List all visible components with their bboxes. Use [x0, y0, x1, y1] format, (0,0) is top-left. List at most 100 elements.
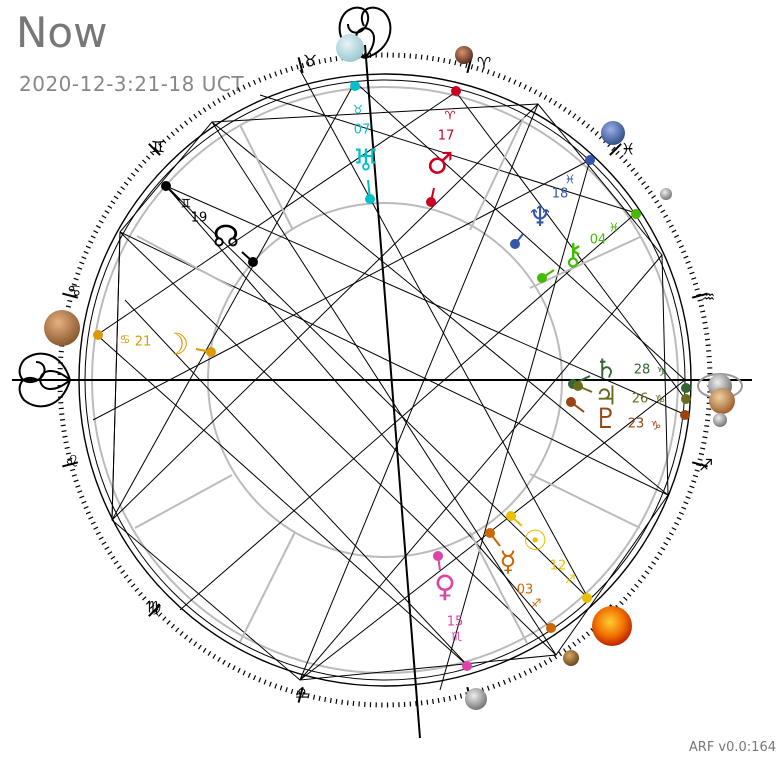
mars-inner-dot: [426, 197, 436, 207]
pluto-glyph: ♇: [593, 402, 618, 435]
sign-glyph-cancer: ♋: [67, 282, 81, 301]
venus-degree: 15: [447, 615, 464, 630]
cusp-degree: 19: [191, 211, 208, 226]
chiron-inner-dot: [537, 273, 547, 283]
chiron-sign: ♓: [609, 221, 620, 235]
node-inner-dot: [248, 257, 258, 267]
uranus-outer-dot: [350, 81, 360, 91]
mercury-glyph: ☿: [499, 545, 516, 578]
sign-glyph-leo: ♌: [65, 452, 79, 471]
planet-moon: ☽21♋: [93, 328, 216, 363]
saturn-degree: 28: [634, 363, 651, 378]
neptune-degree: 18: [552, 187, 569, 202]
zodiac-sign-glyphs: ♈ ♉ ♊ ♋ ♌ ♍ ♎ ♐ ♒ ♓: [65, 52, 715, 703]
planet-sun: ☉12♐: [506, 511, 592, 603]
planet-images: [44, 34, 743, 710]
uranus-sign: ♉: [353, 103, 364, 117]
version-label: ARF v0.0:164: [688, 740, 776, 755]
moon-inner-dot: [206, 347, 216, 357]
planet-mercury: ☿03♐: [485, 528, 556, 633]
mercury-image: [563, 650, 579, 666]
chiron-degree: 04: [590, 233, 607, 248]
jupiter-glyph: ♃: [594, 382, 617, 412]
planet-node: ☊: [213, 220, 258, 267]
chiron-image: [660, 188, 672, 200]
planet-venus: ♀ 15♏: [433, 551, 472, 671]
pluto-inner-dot: [566, 397, 576, 407]
mercury-sign: ♐: [531, 597, 542, 611]
sun-inner-dot: [506, 511, 516, 521]
chiron-glyph: ⚷: [562, 238, 584, 273]
saturn-outer-dot: [681, 383, 691, 393]
sign-glyph-sagittarius: ♐: [699, 456, 713, 475]
planet-pluto: ♇23♑: [566, 397, 690, 435]
mercury-inner-dot: [485, 528, 495, 538]
neptune-image: [601, 121, 625, 145]
cusp-stem: [165, 185, 181, 201]
planet-jupiter: ♃ 26 ♑: [573, 381, 691, 412]
mercury-outer-dot: [546, 623, 556, 633]
neptune-glyph: ♆: [527, 200, 552, 233]
neptune-sign: ♓: [565, 173, 576, 187]
cusp-label-group: ♊19: [161, 181, 207, 226]
sign-glyph-pisces: ♓: [621, 140, 635, 159]
sun-glyph: ☉: [522, 524, 547, 557]
ascendant-marker: [18, 352, 71, 408]
sign-glyph-aries: ♈: [477, 54, 491, 73]
planet-mars: ♂ 17 ♈: [426, 86, 461, 207]
neptune-inner-dot: [510, 239, 520, 249]
mars-degree: 17: [438, 129, 455, 144]
major-tick: [297, 686, 304, 703]
pluto-outer-dot: [680, 410, 690, 420]
planet-saturn: ♄28♑: [568, 355, 691, 393]
venus-sign: ♏: [452, 630, 463, 644]
planet-markers: ♅07♉♂17♈♆18♓⚷04♓♄28♑♃26♑♇23♑☉12♐☿03♐♀15♏…: [93, 81, 691, 671]
moon-image: [44, 310, 80, 346]
planet-neptune: ♆18♓: [510, 155, 595, 249]
venus-inner-dot: [433, 551, 443, 561]
sun-sign: ♐: [565, 573, 576, 587]
major-tick: [691, 292, 708, 299]
cusp-sign: ♊: [181, 197, 192, 211]
aspect-web: [92, 69, 687, 691]
major-tick: [297, 57, 304, 74]
sun-degree: 12: [550, 559, 567, 574]
sign-glyph-virgo: ♍: [147, 598, 161, 617]
neptune-outer-dot: [585, 155, 595, 165]
jupiter-sign: ♑: [655, 393, 666, 407]
venus-glyph: ♀: [434, 570, 456, 605]
house-cusp-lines: [134, 116, 641, 644]
chiron-outer-dot: [631, 209, 641, 219]
meridian-axis: [364, 44, 421, 739]
jupiter-degree: 26: [632, 392, 649, 407]
venus-image: [465, 688, 487, 710]
planet-chiron: ⚷ 04♓: [537, 209, 641, 283]
sign-glyph-gemini: ♊: [151, 138, 165, 157]
pluto-sign: ♑: [651, 419, 662, 433]
sign-glyph-aquarius: ♒: [701, 288, 715, 307]
major-tick: [62, 292, 79, 299]
uranus-image: [336, 34, 364, 62]
sun-image: [592, 606, 632, 646]
node-glyph: ☊: [213, 220, 240, 255]
major-tick: [609, 143, 622, 156]
mars-outer-dot: [451, 86, 461, 96]
planet-uranus: ♅07♉: [350, 81, 379, 204]
venus-outer-dot: [462, 661, 472, 671]
pluto-image: [713, 413, 727, 427]
sign-glyph-taurus: ♉: [303, 52, 317, 71]
major-tick: [148, 604, 161, 617]
mars-glyph: ♂: [427, 147, 454, 182]
major-tick: [148, 143, 161, 156]
sign-glyph-libra: ♎: [295, 684, 309, 703]
saturn-glyph: ♄: [594, 355, 617, 385]
mars-image: [455, 46, 473, 64]
mercury-degree: 03: [517, 583, 534, 598]
uranus-glyph: ♅: [353, 144, 380, 179]
mars-sign: ♈: [445, 109, 456, 123]
moon-glyph: ☽: [163, 328, 190, 363]
sun-outer-dot: [582, 593, 592, 603]
jupiter-image: [709, 388, 735, 414]
moon-sign: ♋: [120, 333, 131, 347]
